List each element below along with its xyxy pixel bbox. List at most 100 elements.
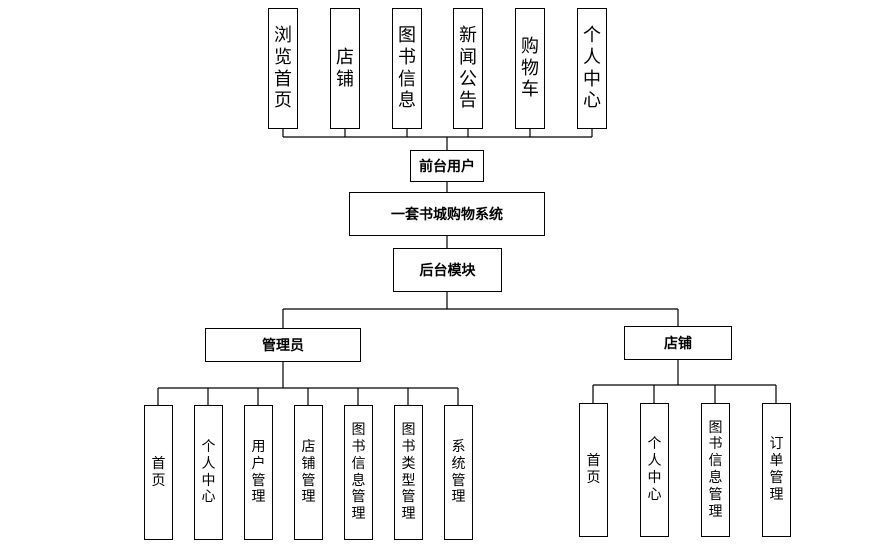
node-label: 新闻公告 — [459, 25, 477, 111]
label-char: 信 — [398, 68, 416, 90]
label-char: 首 — [151, 455, 166, 472]
node-label: 图书信息管理 — [352, 422, 366, 523]
node-label: 浏览首页 — [274, 25, 292, 111]
label-char: 告 — [459, 90, 477, 112]
node-label: 个人中心 — [202, 439, 216, 506]
label-char: 理 — [451, 489, 466, 506]
label-char: 信 — [708, 453, 723, 470]
node-label: 订单管理 — [770, 436, 784, 503]
label-char: 首 — [586, 453, 601, 470]
node-book-info-top: 图书信息 — [392, 8, 422, 129]
label-char: 店 — [301, 438, 316, 455]
label-char: 书 — [708, 436, 723, 453]
node-frontend-user: 前台用户 — [410, 150, 484, 182]
node-system-root: 一套书城购物系统 — [349, 192, 545, 236]
label-char: 闻 — [459, 46, 477, 68]
node-label: 前台用户 — [419, 159, 475, 175]
label-char: 页 — [151, 472, 166, 489]
node-label: 购物车 — [521, 36, 539, 101]
label-char: 人 — [201, 455, 216, 472]
node-admin-book-info-mgmt: 图书信息管理 — [344, 405, 373, 540]
label-char: 订 — [769, 436, 784, 453]
node-label: 后台模块 — [419, 263, 476, 279]
label-char: 类 — [401, 455, 416, 472]
node-shop-home: 首页 — [579, 403, 608, 537]
node-label: 个人中心 — [648, 436, 662, 503]
label-char: 中 — [583, 68, 601, 90]
label-char: 览 — [274, 46, 292, 68]
label-char: 心 — [583, 90, 601, 112]
label-char: 公 — [459, 68, 477, 90]
node-shop: 店铺 — [624, 326, 732, 360]
node-label: 管理员 — [262, 338, 304, 354]
label-char: 息 — [708, 470, 723, 486]
label-char: 浏 — [274, 25, 292, 47]
label-char: 单 — [769, 453, 784, 470]
node-shop-book-info-mgmt: 图书信息管理 — [701, 403, 730, 537]
label-char: 新 — [459, 25, 477, 47]
label-char: 人 — [647, 453, 662, 470]
node-admin-system-mgmt: 系统管理 — [444, 405, 473, 540]
label-char: 息 — [351, 472, 366, 489]
label-char: 个 — [583, 25, 601, 47]
label-char: 车 — [521, 79, 539, 101]
node-backend-module: 后台模块 — [393, 248, 502, 292]
node-admin-user-mgmt: 用户管理 — [244, 405, 273, 540]
node-news: 新闻公告 — [453, 8, 483, 129]
label-char: 铺 — [336, 68, 354, 90]
label-char: 页 — [586, 470, 601, 486]
label-char: 中 — [201, 472, 216, 489]
node-admin-personal: 个人中心 — [194, 405, 223, 540]
node-shop-order-mgmt: 订单管理 — [762, 403, 791, 537]
node-label: 系统管理 — [452, 439, 466, 506]
label-char: 信 — [351, 455, 366, 472]
label-char: 首 — [274, 68, 292, 90]
label-char: 管 — [769, 470, 784, 486]
label-char: 理 — [251, 489, 266, 506]
label-char: 管 — [451, 472, 466, 489]
label-char: 息 — [398, 90, 416, 112]
label-char: 个 — [647, 436, 662, 453]
node-label: 店铺管理 — [302, 439, 316, 506]
node-label: 店铺 — [336, 47, 354, 90]
label-char: 物 — [521, 57, 539, 79]
label-char: 管 — [351, 489, 366, 506]
label-char: 心 — [201, 489, 216, 506]
label-char: 理 — [708, 503, 723, 520]
node-label: 首页 — [587, 453, 601, 487]
node-admin: 管理员 — [205, 328, 361, 362]
label-char: 理 — [401, 506, 416, 523]
label-char: 管 — [301, 472, 316, 489]
label-char: 书 — [351, 438, 366, 455]
label-char: 型 — [401, 472, 416, 489]
node-label: 一套书城购物系统 — [391, 207, 503, 223]
label-char: 人 — [583, 46, 601, 68]
node-label: 店铺 — [664, 336, 692, 352]
label-char: 店 — [336, 46, 354, 68]
label-char: 图 — [351, 422, 366, 439]
label-char: 页 — [274, 90, 292, 112]
label-char: 购 — [521, 36, 539, 58]
label-char: 中 — [647, 470, 662, 486]
node-admin-shop-mgmt: 店铺管理 — [294, 405, 323, 540]
node-label: 图书类型管理 — [402, 422, 416, 523]
label-char: 理 — [769, 486, 784, 503]
label-char: 铺 — [301, 455, 316, 472]
node-label: 用户管理 — [252, 439, 266, 506]
label-char: 个 — [201, 438, 216, 455]
label-char: 统 — [451, 455, 466, 472]
label-char: 管 — [251, 472, 266, 489]
label-char: 理 — [301, 489, 316, 506]
label-char: 图 — [708, 419, 723, 436]
node-shop-personal: 个人中心 — [640, 403, 669, 537]
node-label: 图书信息 — [398, 25, 416, 111]
node-label: 个人中心 — [583, 25, 601, 111]
label-char: 管 — [401, 489, 416, 506]
node-label: 图书信息管理 — [709, 420, 723, 521]
label-char: 管 — [708, 486, 723, 503]
node-admin-home: 首页 — [144, 405, 173, 540]
node-admin-book-type-mgmt: 图书类型管理 — [394, 405, 423, 540]
node-browse-home: 浏览首页 — [268, 8, 298, 129]
